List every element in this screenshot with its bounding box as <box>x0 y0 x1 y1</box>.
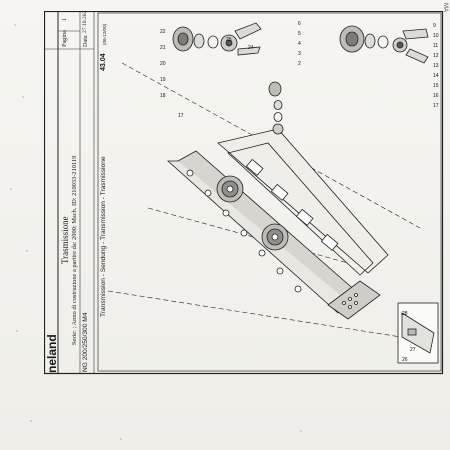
scan-speck <box>26 250 28 252</box>
brand-logo-text: neland <box>45 334 59 373</box>
pagina-value: 1 <box>61 17 68 21</box>
scan-speck <box>16 330 18 332</box>
date-value: 27.10.202 <box>82 10 88 33</box>
callout-27: 27 <box>410 347 416 353</box>
scan-speck <box>120 438 122 440</box>
scan-speck <box>22 96 24 98</box>
callout-14: 14 <box>433 73 439 79</box>
scan-speck <box>14 24 16 26</box>
callout-11: 11 <box>433 43 438 49</box>
callout-28: 28 <box>402 311 408 317</box>
callout-16: 16 <box>433 93 439 99</box>
callout-19: 19 <box>160 77 166 83</box>
scan-speck <box>10 188 12 190</box>
callout-9: 9 <box>433 23 436 29</box>
callout-5: 5 <box>298 31 301 37</box>
callout-18: 18 <box>160 93 166 99</box>
pagina-label: Pagina <box>61 30 68 47</box>
callout-22: 22 <box>160 29 166 35</box>
callout-2: 2 <box>298 61 301 67</box>
callout-20: 20 <box>160 61 166 67</box>
document-title: Trasmissione <box>60 216 70 264</box>
callout-21: 21 <box>160 45 166 51</box>
callout-4: 4 <box>298 41 301 47</box>
callout-15: 15 <box>433 83 439 89</box>
date-label: Data <box>82 35 89 47</box>
callout-13: 13 <box>433 63 439 69</box>
callout-10: 10 <box>433 33 439 39</box>
callout-12: 12 <box>433 53 439 59</box>
callout-26: 26 <box>402 357 408 363</box>
document-sheet: neland Trasmissione Serie: ; Anno di cos… <box>44 11 446 377</box>
callout-17-bottom: 17 <box>433 103 439 109</box>
callout-17-top: 17 <box>178 113 184 119</box>
exploded-parts-drawing: 22 21 20 19 18 17 25 24 6 5 4 3 2 9 10 1… <box>107 21 439 364</box>
part-callouts: 22 21 20 19 18 17 25 24 6 5 4 3 2 9 10 1… <box>160 21 439 363</box>
callout-25: 25 <box>226 37 232 43</box>
callout-24: 24 <box>248 45 254 51</box>
scan-speck <box>300 430 302 432</box>
series-line: Serie: ; Anno di costruzione a partire d… <box>71 155 78 345</box>
callout-3: 3 <box>298 51 301 57</box>
model-label: NG 200/250/300 M4 <box>82 312 89 372</box>
scan-speck <box>30 420 32 422</box>
sheet-frame <box>44 11 444 375</box>
callout-6: 6 <box>298 21 301 27</box>
